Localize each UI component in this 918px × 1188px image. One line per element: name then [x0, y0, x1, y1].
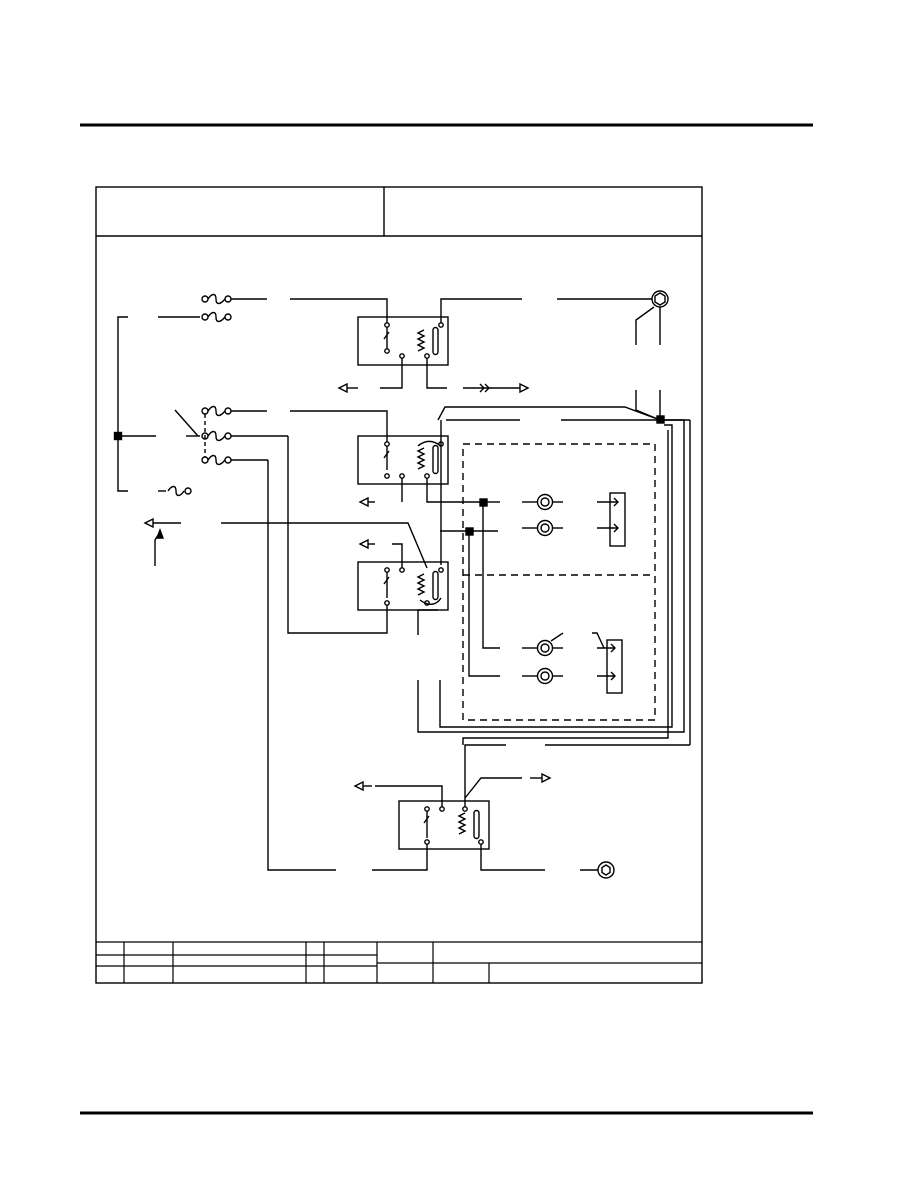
spare-fuse: [158, 485, 192, 497]
relay-1: [290, 298, 522, 389]
lamp-lower-2: [522, 667, 563, 685]
fuse-2: [201, 405, 288, 466]
dashed-enclosure: [462, 443, 656, 721]
revision-table: [96, 941, 702, 983]
internal-wiring: [417, 419, 691, 746]
connector-bottom-right: [580, 861, 615, 879]
lamp-upper-1: [522, 493, 563, 511]
supply-bus: [113, 316, 200, 492]
lamp-lower-1: [522, 632, 564, 657]
drawing-frame: [95, 186, 703, 984]
terminal-block-lower: [592, 632, 623, 694]
output-arrows: [143, 382, 552, 792]
relay-2: [290, 410, 485, 503]
lamp-upper-2: [522, 519, 563, 537]
relay-3: [221, 436, 449, 634]
terminal-block-upper: [597, 492, 626, 547]
connector-top-right: [437, 290, 669, 424]
fuse-1: [201, 293, 267, 323]
relay-4: [267, 460, 545, 871]
